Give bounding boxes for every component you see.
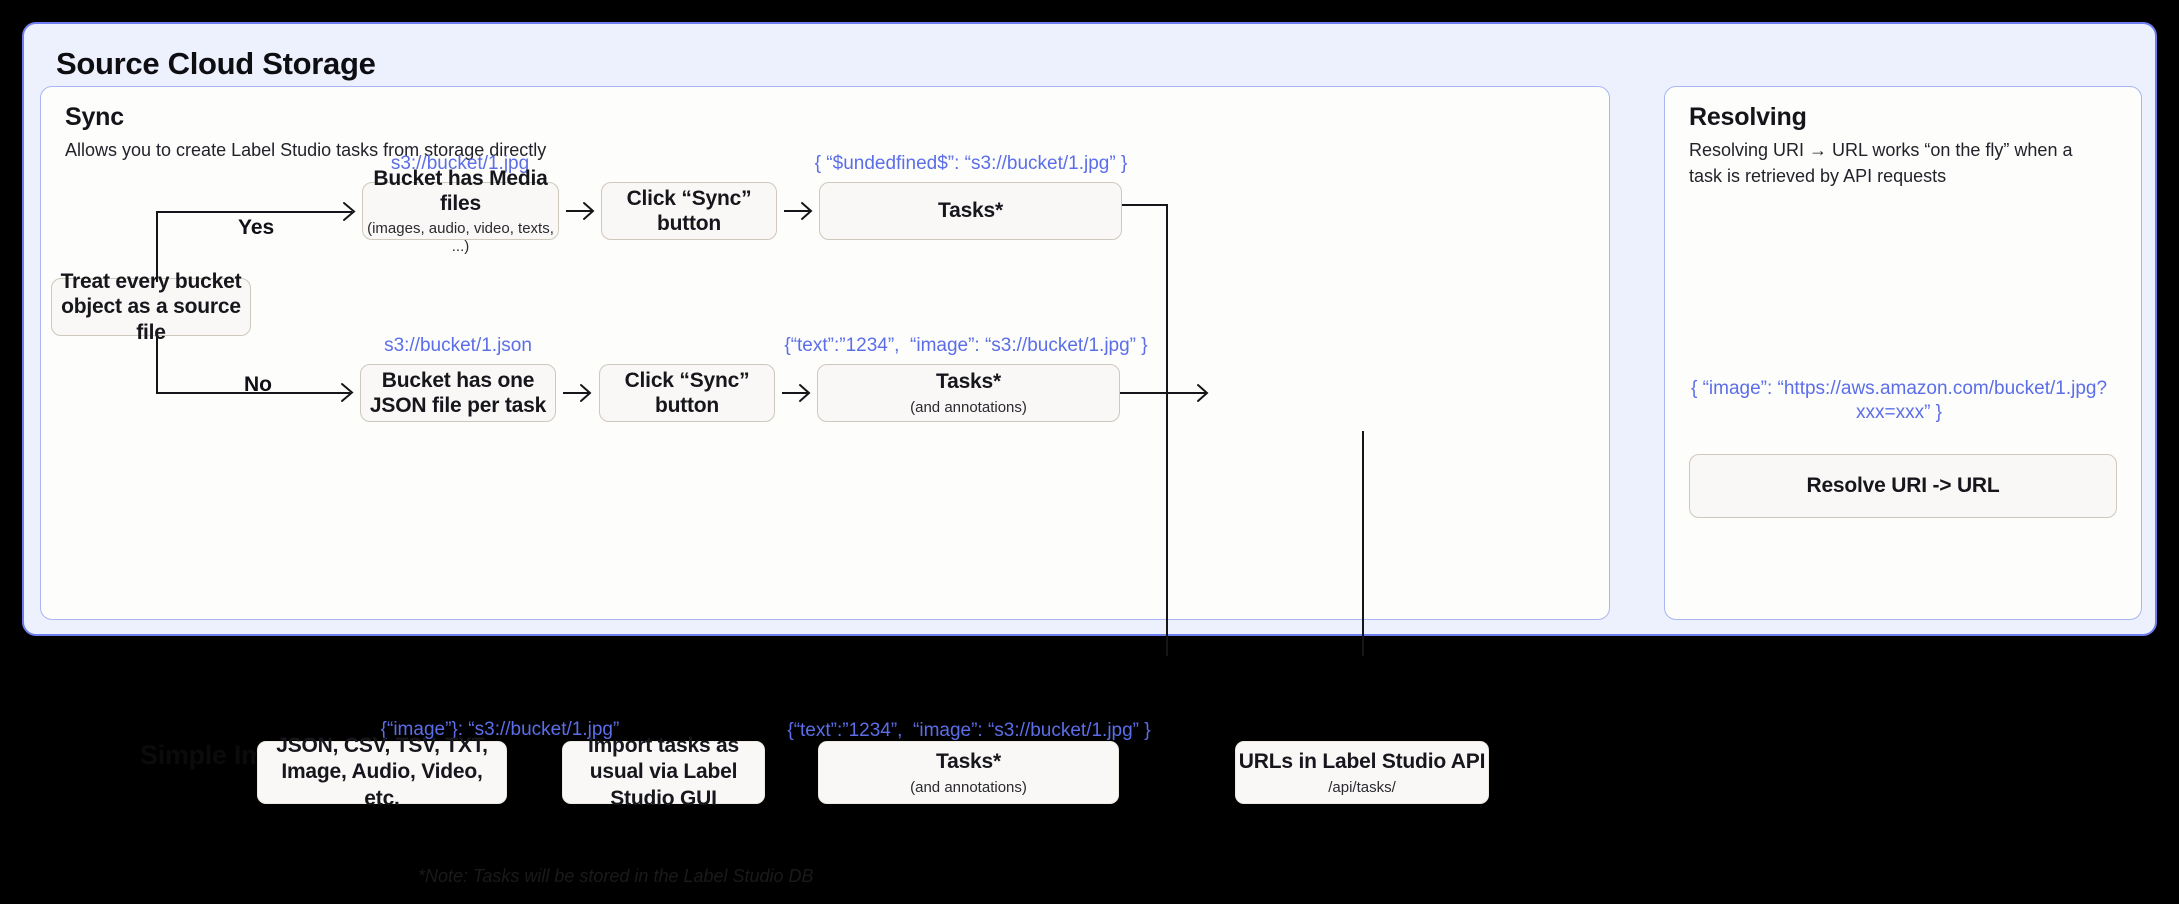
connector-yes-vertical: [156, 212, 158, 282]
import-tasks-box: Import tasks as usual via Label Studio G…: [562, 734, 765, 810]
panel-title: Source Cloud Storage: [56, 46, 376, 81]
connector-media-to-sync: [566, 210, 592, 212]
no-row-json-label: {“text”:”1234”, “image”: “s3://bucket/1.…: [784, 335, 1148, 356]
import-tasks-box-label: Import tasks as usual via Label Studio G…: [587, 734, 740, 810]
no-row-uri-label: s3://bucket/1.json: [384, 335, 532, 356]
urls-api-box: URLs in Label Studio API /api/tasks/: [1235, 741, 1489, 804]
resolving-card: Resolving Resolving URI → URL works “on …: [1664, 86, 2142, 620]
resolving-title: Resolving: [1689, 103, 1807, 131]
decision-box-label: Treat every bucket object as a source fi…: [60, 270, 242, 344]
resolving-json-label: { “image”: “https://aws.amazon.com/bucke…: [1690, 378, 2108, 423]
tasks-box-no-label: Tasks*: [936, 370, 1001, 394]
connector-jsonbucket-to-sync: [563, 392, 589, 394]
connector-tasksyes-down: [1166, 204, 1168, 656]
sync-title: Sync: [65, 103, 124, 131]
tasks-box-no: Tasks* (and annotations): [817, 364, 1120, 422]
source-cloud-storage-panel: Source Cloud Storage Sync Allows you to …: [22, 22, 2157, 636]
bucket-media-files-title: Bucket has Media files: [373, 166, 548, 215]
branch-label-no: No: [244, 373, 272, 396]
urls-api-box-label: URLs in Label Studio API: [1238, 750, 1486, 774]
yes-row-uri-label: s3://bucket/1.jpg: [390, 153, 530, 174]
resolve-uri-url-box: Resolve URI -> URL: [1689, 454, 2117, 518]
sync-subtitle: Allows you to create Label Studio tasks …: [65, 140, 547, 160]
urls-api-box-sub: /api/tasks/: [1328, 778, 1396, 796]
resolve-uri-url-label: Resolve URI -> URL: [1806, 474, 2000, 498]
connector-sync-to-tasks-no: [782, 392, 808, 394]
formats-json-label: {“image”}: “s3://bucket/1.jpg”: [380, 719, 620, 740]
click-sync-button-box-no: Click “Sync” button: [599, 364, 775, 422]
bottom-tasks-box-label: Tasks*: [936, 750, 1001, 774]
sync-card: Sync Allows you to create Label Studio t…: [40, 86, 1610, 620]
formats-box-label: JSON, CSV, TSV, TXT, Image, Audio, Video…: [276, 734, 488, 810]
resolving-subtitle: Resolving URI → URL works “on the fly” w…: [1689, 140, 2073, 187]
bottom-tasks-json-label: {“text”:”1234”, “image”: “s3://bucket/1.…: [787, 720, 1151, 741]
connector-sync-to-tasks-yes: [784, 210, 810, 212]
connector-tasksno-to-resolve: [1120, 392, 1206, 394]
tasks-box-no-sub: (and annotations): [910, 398, 1027, 416]
click-sync-button-label-no: Click “Sync” button: [624, 368, 750, 417]
bottom-tasks-box: Tasks* (and annotations): [818, 741, 1119, 804]
connector-tasksyes-right: [1122, 204, 1168, 206]
tasks-box-yes: Tasks*: [819, 182, 1122, 240]
bottom-tasks-box-sub: (and annotations): [910, 778, 1027, 796]
bucket-media-files-sub: (images, audio, video, texts, ...): [367, 220, 554, 256]
branch-label-yes: Yes: [238, 216, 275, 239]
footnote: *Note: Tasks will be stored in the Label…: [418, 866, 814, 886]
bucket-json-file-title: Bucket has one JSON file per task: [369, 368, 547, 417]
click-sync-button-box-yes: Click “Sync” button: [601, 182, 777, 240]
formats-box: JSON, CSV, TSV, TXT, Image, Audio, Video…: [257, 734, 507, 810]
tasks-box-yes-label: Tasks*: [938, 199, 1003, 223]
click-sync-button-label-yes: Click “Sync” button: [626, 186, 752, 235]
connector-no-vertical: [156, 334, 158, 394]
connector-no-horizontal: [156, 392, 350, 394]
connector-resolve-down: [1362, 431, 1364, 656]
bucket-json-file-box: Bucket has one JSON file per task: [360, 364, 556, 422]
yes-row-json-label: { “$undedfined$”: “s3://bucket/1.jpg” }: [814, 153, 1128, 174]
decision-box: Treat every bucket object as a source fi…: [51, 270, 251, 344]
connector-yes-horizontal: [156, 211, 352, 213]
bucket-media-files-box: Bucket has Media files (images, audio, v…: [362, 167, 559, 255]
